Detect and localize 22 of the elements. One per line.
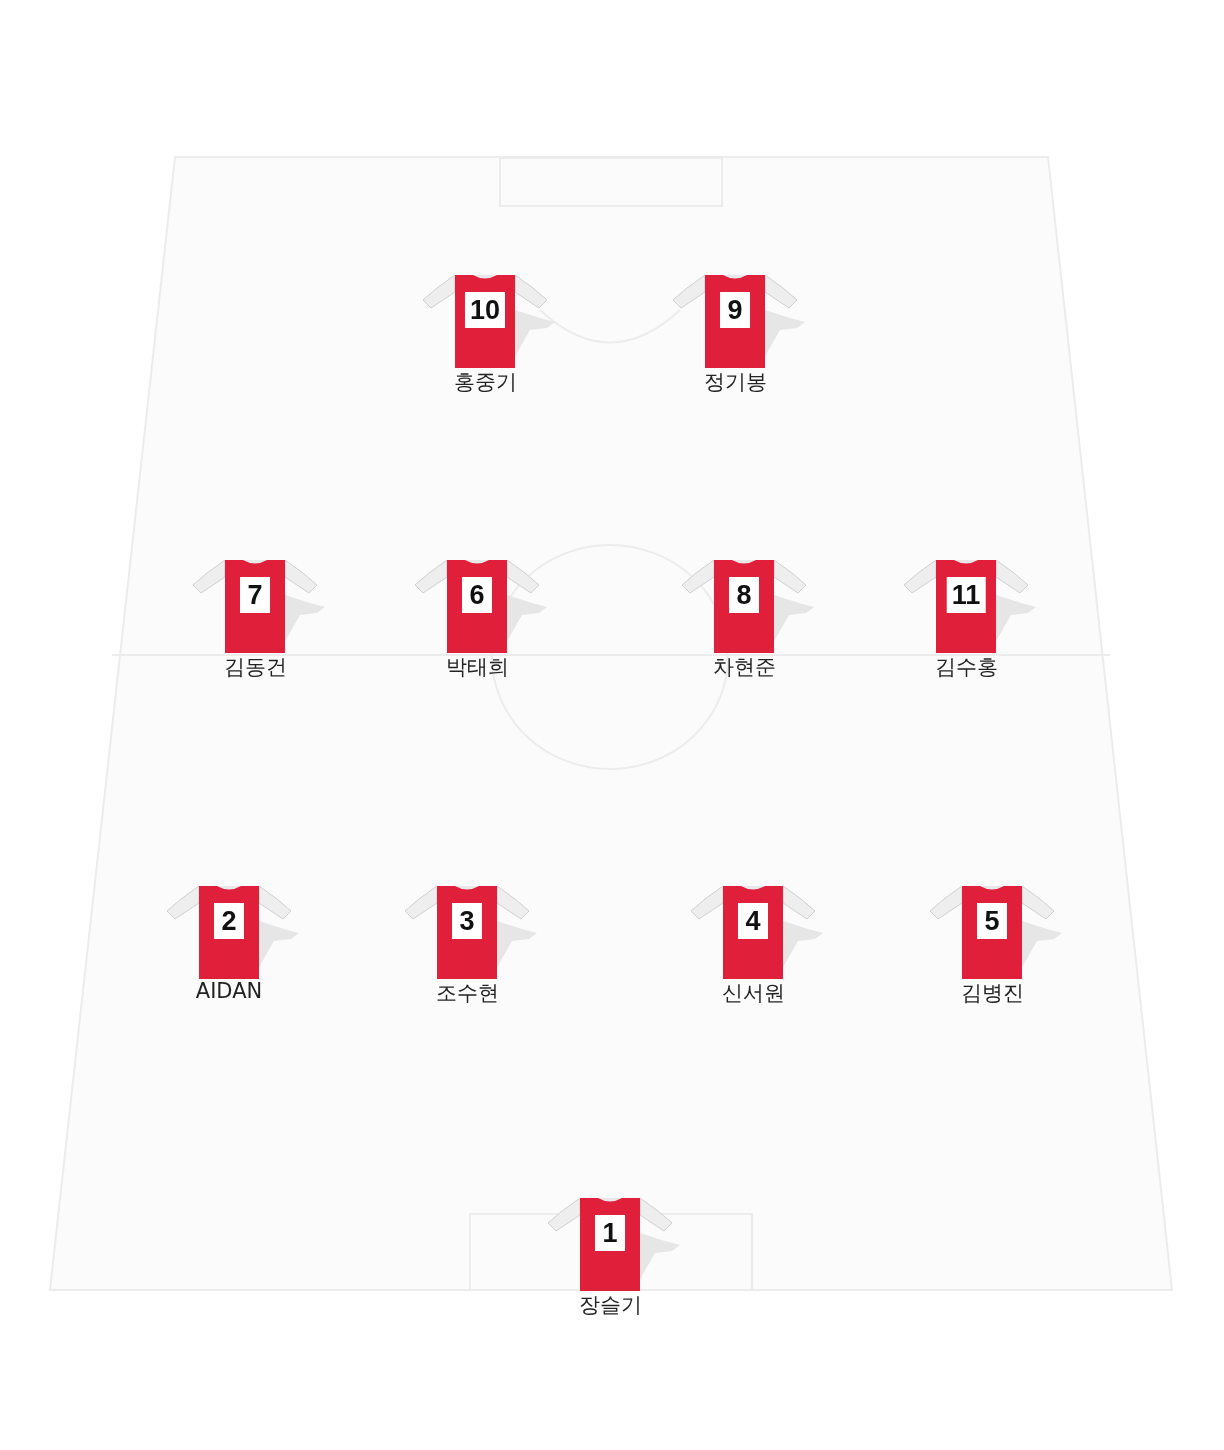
player-name: 장슬기	[577, 1292, 643, 1319]
player-name: AIDAN	[194, 979, 264, 1003]
player-name: 김수홍	[933, 654, 999, 681]
player-name: 홍중기	[452, 369, 518, 396]
jersey-number: 10	[465, 292, 505, 328]
jersey-number: 4	[738, 903, 768, 939]
player-name: 조수현	[434, 980, 500, 1007]
player-name: 신서원	[720, 980, 786, 1007]
jersey-number: 11	[946, 577, 986, 613]
player-name: 정기봉	[702, 369, 768, 396]
jersey-number: 7	[240, 577, 270, 613]
jersey-number: 9	[720, 292, 750, 328]
player-name: 차현준	[711, 654, 777, 681]
player-name: 김병진	[959, 980, 1025, 1007]
jersey-number: 5	[977, 903, 1007, 939]
jersey-number: 2	[214, 903, 244, 939]
jersey-number: 1	[595, 1215, 625, 1251]
jersey-number: 6	[462, 577, 492, 613]
jersey-number: 3	[452, 903, 482, 939]
player-name: 김동건	[222, 654, 288, 681]
jersey-number: 8	[729, 577, 759, 613]
player-name: 박태희	[444, 654, 510, 681]
